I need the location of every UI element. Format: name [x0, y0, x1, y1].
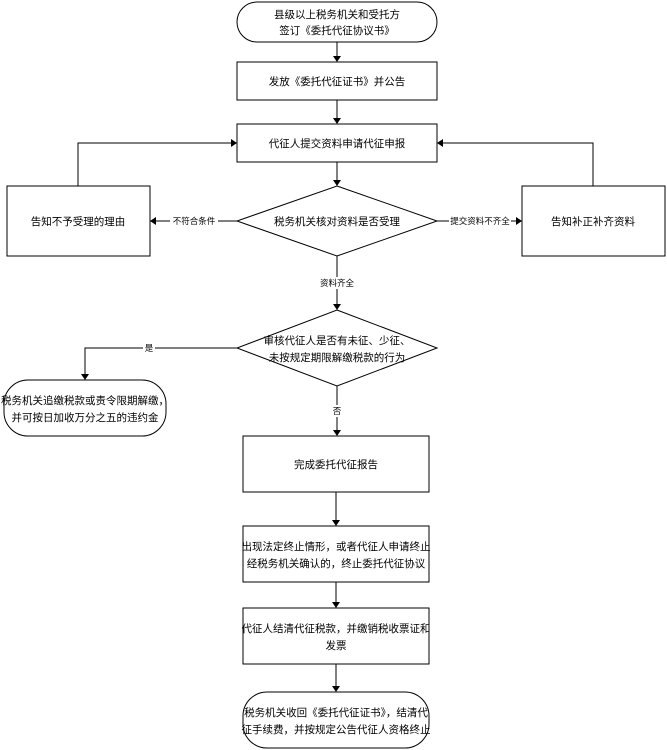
- settle-taxes-line-2: 发票: [326, 639, 347, 652]
- edge-label-no-text: 否: [333, 407, 342, 417]
- edge-label-not-compliant: 不符合条件: [170, 215, 218, 227]
- edge-label-incomplete: 提交资料不齐全: [449, 215, 511, 227]
- terminate-node: 出现法定终止情形，或者代征人申请终止 经税务机关确认的，终止委托代征协议: [242, 525, 431, 583]
- audit-decision-line-2: 未按规定期限解缴税款的行为: [269, 351, 406, 364]
- complete-report-text: 完成委托代征报告: [294, 458, 378, 471]
- start-node-line-1: 县级以上税务机关和受托方: [274, 8, 400, 21]
- edge-label-no: 否: [331, 405, 343, 417]
- penalty-node: 税务机关追缴税款或责令限期解缴， 并可按日加收万分之五的违约金: [1, 379, 169, 437]
- notify-supplement-text: 告知补正补齐资料: [551, 215, 635, 228]
- penalty-line-1: 税务机关追缴税款或责令限期解缴，: [1, 394, 169, 407]
- check-materials-text: 税务机关核对资料是否受理: [274, 215, 400, 228]
- edge-label-yes-text: 是: [145, 344, 154, 354]
- edge-reject-loop-apply: [77, 139, 237, 186]
- end-line-1: 税务机关收回《委托代征证书》，结清代: [244, 706, 428, 719]
- apply-node: 代征人提交资料申请代征申报: [236, 123, 438, 163]
- edge-start-announce: [333, 42, 341, 62]
- settle-taxes-node: 代征人结清代征税款，并缴销税收票证和 发票: [242, 607, 431, 665]
- penalty-line-2: 并可按日加收万分之五的违约金: [12, 411, 159, 424]
- terminate-line-1: 出现法定终止情形，或者代征人申请终止: [242, 540, 431, 553]
- start-node: 县级以上税务机关和受托方 签订《委托代征协议书》: [236, 1, 438, 43]
- apply-node-text: 代征人提交资料申请代征申报: [269, 137, 406, 150]
- edge-settle-end: [332, 664, 340, 692]
- edge-audit-penalty: [81, 347, 237, 380]
- edge-label-not-compliant-text: 不符合条件: [173, 216, 216, 227]
- edge-apply-check: [333, 162, 341, 186]
- edge-notify-loop-apply: [437, 139, 594, 186]
- complete-report-node: 完成委托代征报告: [242, 435, 430, 493]
- edge-complete-terminate: [332, 492, 340, 526]
- edge-label-yes: 是: [143, 342, 155, 354]
- end-node: 税务机关收回《委托代征证书》，结清代 征手续费，并按规定公告代征人资格终止: [242, 691, 431, 749]
- edge-announce-apply: [333, 100, 341, 124]
- edge-label-complete: 资料齐全: [318, 277, 356, 289]
- start-node-line-2: 签订《委托代征协议书》: [279, 24, 395, 37]
- end-line-2: 征手续费，并按规定公告代征人资格终止: [242, 723, 431, 736]
- edge-terminate-settle: [332, 582, 340, 608]
- terminate-line-2: 经税务机关确认的，终止委托代征协议: [247, 557, 426, 570]
- audit-decision: 审核代征人是否有未征、少征、 未按规定期限解缴税款的行为: [235, 309, 439, 387]
- announce-node: 发放《委托代征证书》并公告: [236, 61, 438, 101]
- announce-node-text: 发放《委托代征证书》并公告: [269, 75, 406, 88]
- settle-taxes-line-1: 代征人结清代征税款，并缴销税收票证和: [242, 622, 431, 635]
- check-materials-decision: 税务机关核对资料是否受理: [235, 185, 439, 257]
- edge-label-incomplete-text: 提交资料不齐全: [450, 216, 510, 227]
- reject-reason-text: 告知不予受理的理由: [31, 215, 126, 228]
- notify-supplement-node: 告知补正补齐资料: [521, 185, 666, 257]
- reject-reason-node: 告知不予受理的理由: [6, 185, 151, 257]
- audit-decision-line-1: 审核代征人是否有未征、少征、: [264, 334, 411, 347]
- edge-label-complete-text: 资料齐全: [320, 278, 355, 289]
